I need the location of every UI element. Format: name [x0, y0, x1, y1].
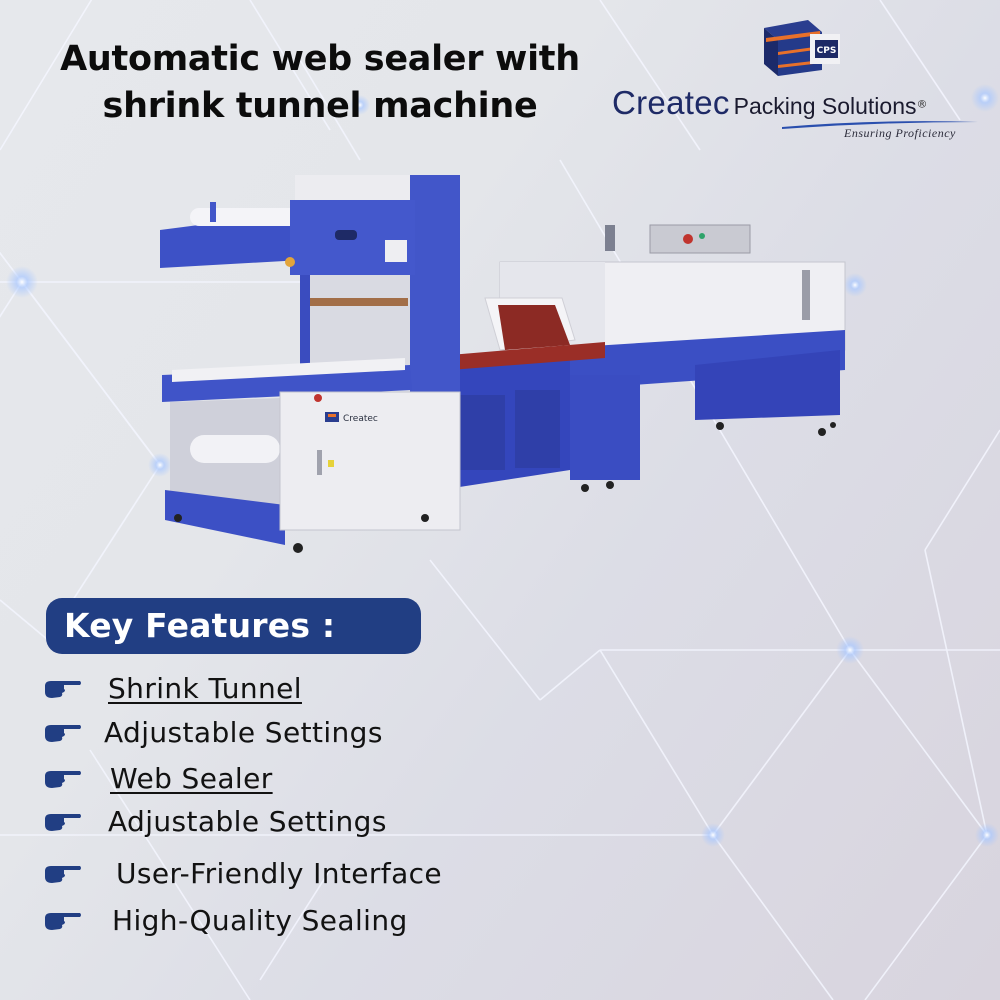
logo-tagline: Ensuring Proficiency	[844, 126, 956, 140]
feature-item-adjustable-settings-2: Adjustable Settings	[44, 805, 387, 838]
feature-label: Adjustable Settings	[108, 805, 387, 838]
page-title: Automatic web sealer with shrink tunnel …	[0, 36, 640, 130]
feature-item-high-quality-sealing: High-Quality Sealing	[44, 904, 408, 937]
logo-swoosh	[782, 121, 978, 129]
logo-sub: Packing Solutions	[733, 93, 917, 119]
svg-text:Createc: Createc	[343, 414, 378, 424]
feature-item-user-friendly-interface: User-Friendly Interface	[44, 857, 442, 890]
feature-label: Adjustable Settings	[104, 716, 383, 749]
feature-label: Shrink Tunnel	[108, 672, 302, 705]
registered-mark: ®	[916, 97, 928, 111]
shrink-tunnel	[450, 224, 846, 492]
feature-item-adjustable-settings-1: Adjustable Settings	[44, 716, 383, 749]
title-line-2: shrink tunnel machine	[102, 86, 538, 126]
pointing-hand-icon	[45, 680, 81, 698]
pointing-hand-icon	[45, 724, 81, 742]
feature-label: User-Friendly Interface	[116, 857, 443, 890]
web-sealer: Createc	[160, 175, 461, 553]
feature-label: Web Sealer	[110, 762, 273, 795]
key-features-heading: Key Features :	[46, 598, 421, 654]
logo-brand: Createc	[612, 84, 730, 121]
pointing-hand-icon	[45, 770, 81, 788]
pointing-hand-icon	[45, 813, 81, 831]
feature-label: High-Quality Sealing	[112, 904, 408, 937]
pointing-hand-icon	[45, 912, 81, 930]
pointing-hand-icon	[45, 865, 81, 883]
machine-image: Createc	[160, 175, 846, 553]
feature-item-web-sealer: Web Sealer	[44, 762, 273, 795]
svg-text:CPS: CPS	[817, 46, 837, 56]
cps-cube-icon: CPS	[764, 20, 840, 76]
feature-item-shrink-tunnel: Shrink Tunnel	[44, 672, 302, 705]
title-line-1: Automatic web sealer with	[60, 39, 580, 79]
